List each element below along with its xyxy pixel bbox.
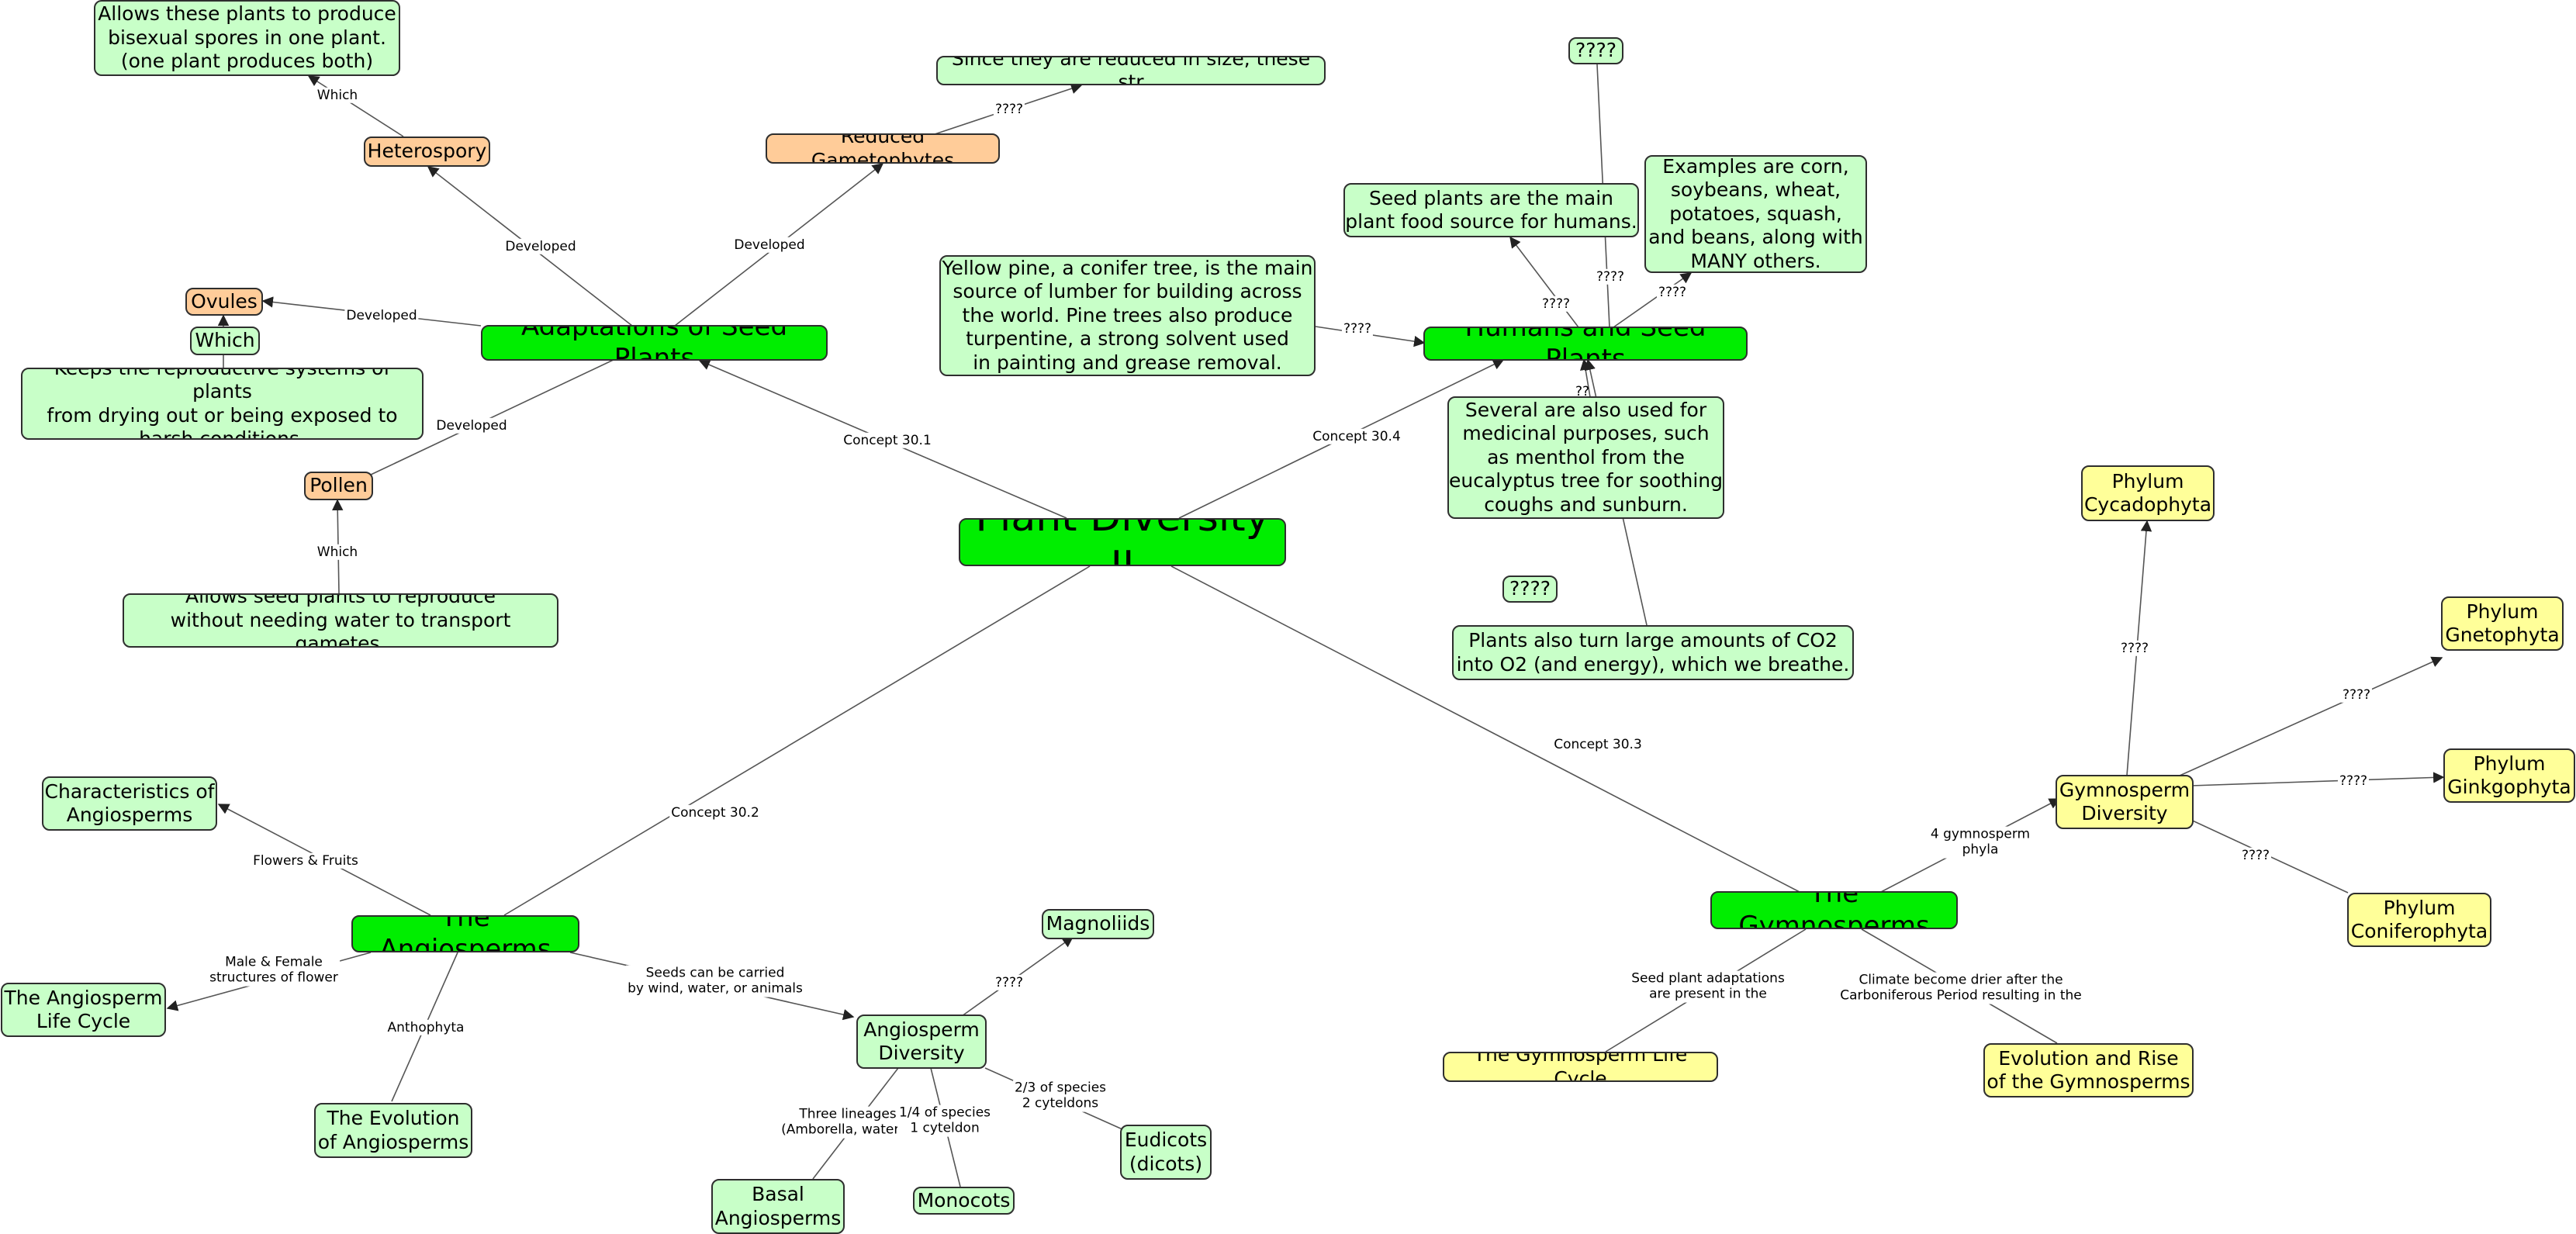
label-q-ginkgo: ????: [2337, 773, 2370, 790]
magnoliids-node[interactable]: Magnoliids: [1042, 909, 1154, 939]
label-concept-302: Concept 30.2: [669, 804, 761, 821]
gnetophyta-node[interactable]: Phylum Gnetophyta: [2441, 596, 2564, 651]
label-q-medicinal: ??: [1575, 383, 1590, 399]
edge-heterospory-desc: [307, 75, 404, 137]
label-anthophyta: Anthophyta: [386, 1019, 466, 1036]
medicinal-node[interactable]: Several are also used for medicinal purp…: [1447, 396, 1724, 519]
label-q-conifer: ????: [2239, 847, 2272, 864]
question-mid-node[interactable]: ????: [1502, 576, 1558, 603]
label-which-pollen: Which: [315, 544, 360, 561]
pollen-desc[interactable]: Allows seed plants to reproduce without …: [123, 593, 558, 648]
label-concept-303: Concept 30.3: [1552, 736, 1644, 753]
evolution-gymnosperms-node[interactable]: Evolution and Rise of the Gymnosperms: [1983, 1043, 2194, 1097]
label-developed-heterospory: Developed: [503, 238, 578, 255]
label-concept-304: Concept 30.4: [1311, 428, 1402, 445]
label-flowers-fruits: Flowers & Fruits: [251, 852, 360, 869]
which-node[interactable]: Which: [190, 327, 260, 355]
label-seeds-carried: Seeds can be carried by wind, water, or …: [626, 965, 804, 997]
edge-humans-examples: [1613, 272, 1693, 328]
edge-root-gymnosperms: [1170, 565, 1800, 893]
edge-root-angiosperms: [503, 565, 1091, 916]
label-male-female: Male & Female structures of flower: [208, 954, 340, 987]
label-q-gneto: ????: [2340, 686, 2373, 703]
reduced-desc[interactable]: Since they are reduced in size, these st…: [936, 56, 1326, 85]
label-concept-301: Concept 30.1: [842, 432, 933, 449]
humans-node[interactable]: Humans and Seed Plants: [1423, 327, 1748, 361]
label-q-pine: ????: [1341, 320, 1374, 337]
basal-angiosperms-node[interactable]: Basal Angiosperms: [711, 1179, 845, 1234]
question-top-node[interactable]: ????: [1568, 37, 1623, 64]
food-source-node[interactable]: Seed plants are the main plant food sour…: [1343, 183, 1639, 237]
label-q-magnoliids: ????: [993, 974, 1025, 991]
gymnosperm-diversity-node[interactable]: Gymnosperm Diversity: [2056, 775, 2194, 829]
label-developed-ovules: Developed: [344, 307, 419, 324]
yellow-pine-node[interactable]: Yellow pine, a conifer tree, is the main…: [939, 255, 1316, 376]
label-q-examples: ????: [1656, 284, 1689, 301]
pollen-node[interactable]: Pollen: [304, 472, 373, 500]
edge-diversity-ginkgo: [2190, 772, 2445, 786]
characteristics-node[interactable]: Characteristics of Angiosperms: [42, 776, 217, 831]
label-seed-adaptations: Seed plant adaptations are present in th…: [1630, 970, 1786, 1003]
co2-node[interactable]: Plants also turn large amounts of CO2 in…: [1452, 625, 1854, 680]
label-which-heterospory: Which: [315, 87, 360, 104]
cycadophyta-node[interactable]: Phylum Cycadophyta: [2081, 465, 2215, 521]
coniferophyta-node[interactable]: Phylum Coniferophyta: [2347, 893, 2491, 947]
label-quarter-species: 1/4 of species 1 cyteldon: [897, 1104, 993, 1137]
root-concept[interactable]: Plant Diversity II: [959, 518, 1286, 566]
ovules-desc[interactable]: Keeps the reproductive systems of plants…: [21, 368, 424, 440]
heterospory-node[interactable]: Heterospory: [364, 137, 490, 167]
label-four-phyla: 4 gymnosperm phyla: [1928, 826, 2032, 859]
evolution-angiosperms-node[interactable]: The Evolution of Angiosperms: [314, 1103, 472, 1158]
label-two-thirds: 2/3 of species 2 cyteldons: [1012, 1080, 1108, 1112]
angiosperm-life-cycle-node[interactable]: The Angiosperm Life Cycle: [1, 983, 166, 1037]
monocots-node[interactable]: Monocots: [913, 1187, 1015, 1215]
reduced-gametophytes-node[interactable]: Reduced Gametophytes: [766, 133, 1000, 164]
gymnosperms-node[interactable]: The Gymnosperms: [1710, 891, 1958, 929]
label-q-cycad: ????: [2118, 640, 2151, 657]
heterospory-desc[interactable]: Allows these plants to produce bisexual …: [94, 0, 400, 76]
ovules-node[interactable]: Ovules: [185, 288, 263, 316]
label-developed-reduced: Developed: [732, 237, 807, 254]
adaptations-node[interactable]: Adaptations of Seed Plants: [481, 325, 828, 361]
ginkgophyta-node[interactable]: Phylum Ginkgophyta: [2443, 748, 2575, 803]
eudicots-node[interactable]: Eudicots (dicots): [1120, 1125, 1212, 1180]
edge-humans-food: [1509, 236, 1579, 328]
label-q-top: ????: [1594, 268, 1627, 285]
label-developed-pollen: Developed: [434, 417, 509, 434]
edge-diversity-gneto: [2179, 656, 2443, 776]
angiosperm-diversity-node[interactable]: Angiosperm Diversity: [856, 1015, 987, 1069]
label-climate: Climate become drier after the Carbonife…: [1838, 972, 2083, 1004]
edge-adaptations-pollen: [370, 358, 617, 475]
gymnosperm-life-cycle-node[interactable]: The Gymnosperm Life Cycle: [1443, 1052, 1718, 1082]
label-q-reduced: ????: [993, 101, 1025, 118]
label-q-food: ????: [1540, 296, 1572, 313]
angiosperms-node[interactable]: The Angiosperms: [351, 915, 579, 952]
label-three-lineages: Three lineages (Amborella, water lil: [780, 1106, 916, 1139]
examples-node[interactable]: Examples are corn, soybeans, wheat, pota…: [1644, 155, 1867, 273]
